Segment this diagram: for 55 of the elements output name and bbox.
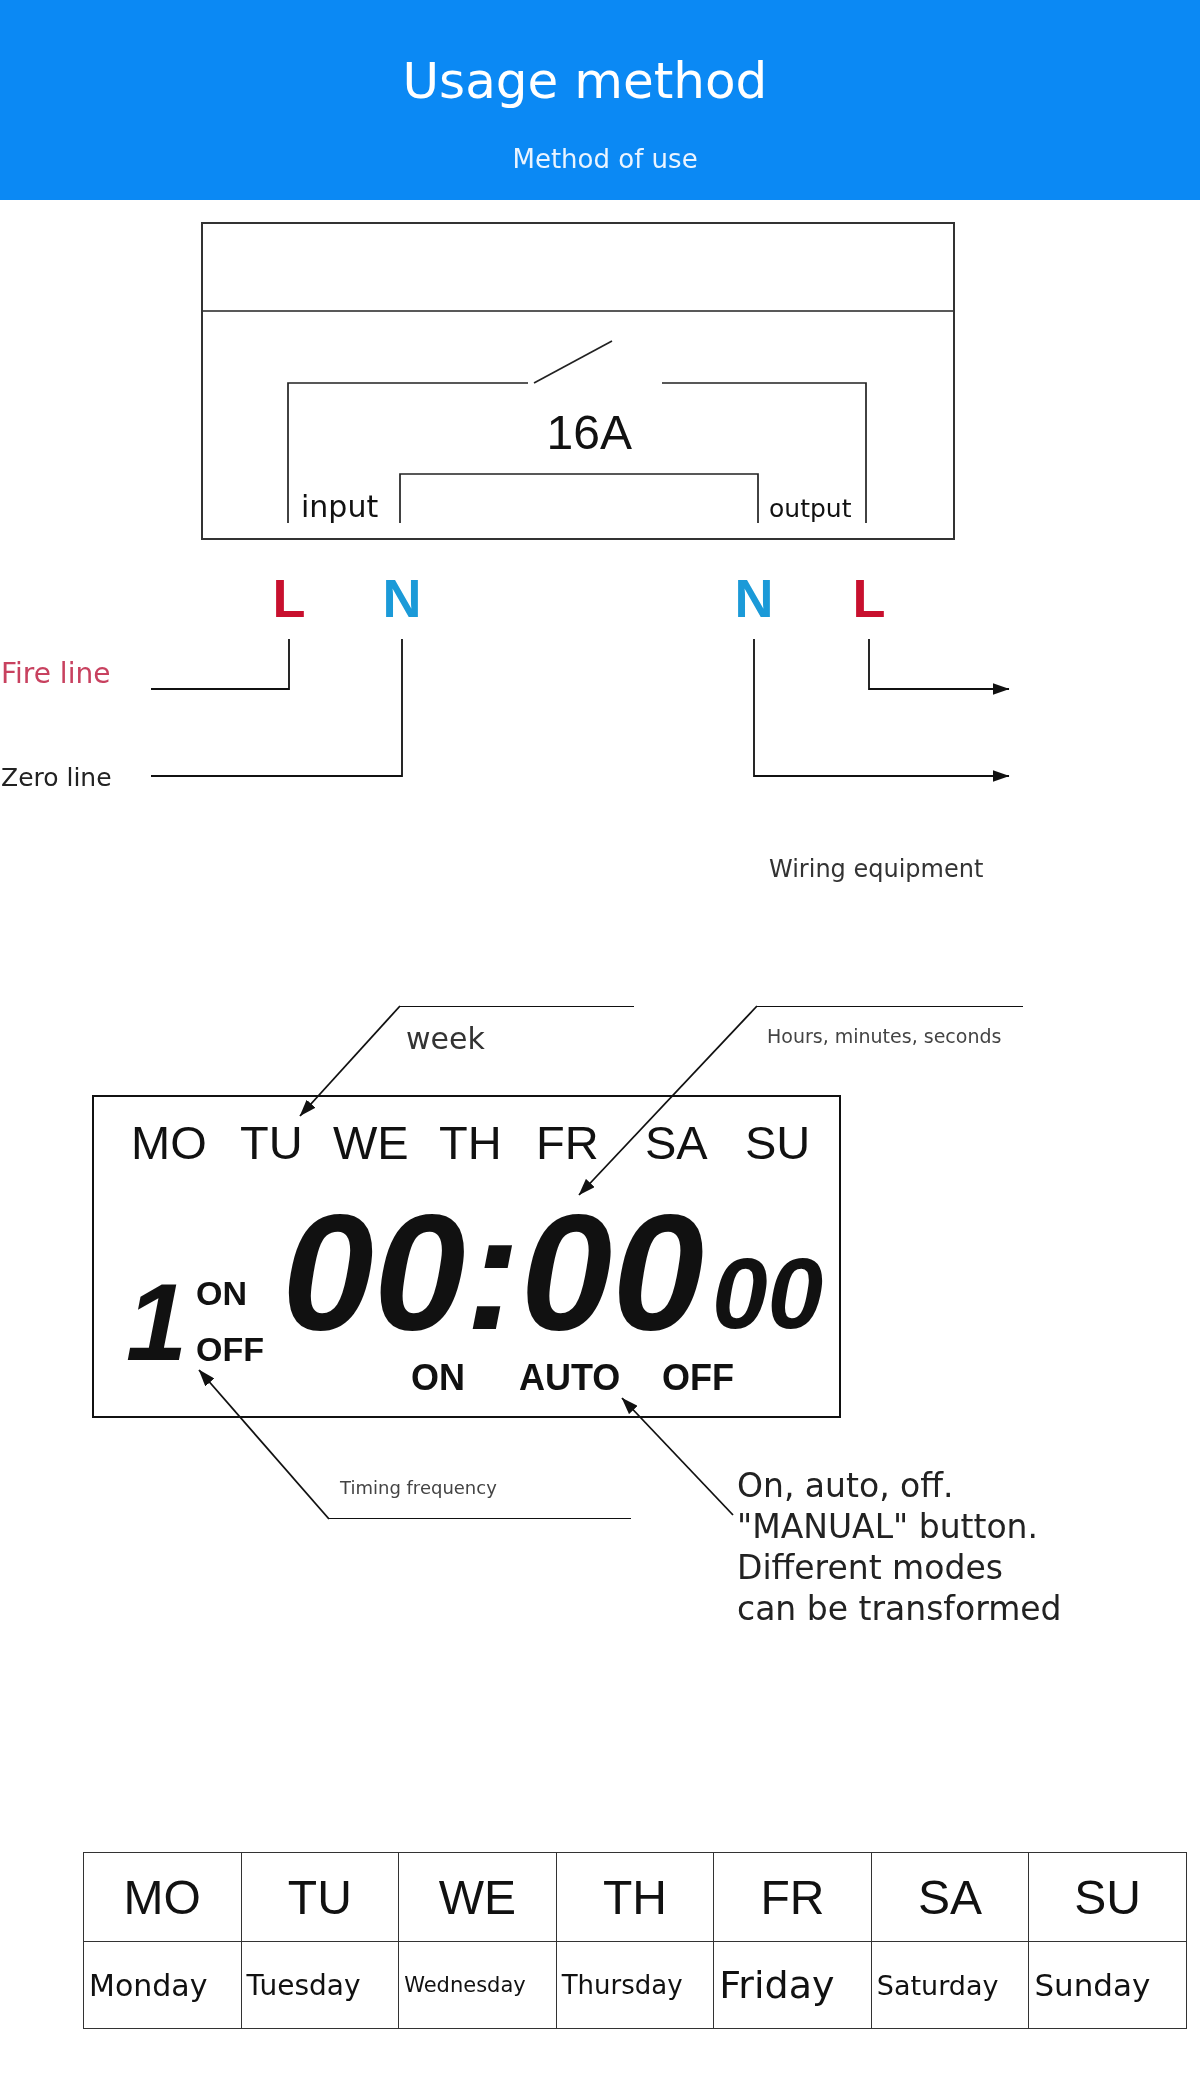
day-indicator: FR <box>536 1119 599 1167</box>
day-indicator: SA <box>645 1119 708 1167</box>
mode-indicator: AUTO <box>519 1359 621 1396</box>
day-indicator: MO <box>131 1119 207 1167</box>
callout-label: Hours, minutes, seconds <box>757 1006 1023 1052</box>
lcd-indicator: ON <box>196 1276 247 1311</box>
terminal-letter: L <box>272 571 306 626</box>
wire <box>150 638 290 690</box>
day-code-cell: TH <box>556 1852 714 1942</box>
callout-label: week <box>400 1006 634 1060</box>
day-name-cell: Friday <box>713 1941 872 2029</box>
wire <box>150 638 403 777</box>
wire-arrow <box>868 638 1010 695</box>
wiring-label: Wiring equipment <box>769 856 984 881</box>
subtitle: Method of use <box>512 146 698 172</box>
terminal-letter: N <box>734 571 774 626</box>
leader-arrow <box>621 1397 734 1516</box>
day-name-cell: Saturday <box>871 1941 1029 2029</box>
terminal-label: input <box>301 491 379 522</box>
wire-label: Fire line <box>1 660 111 689</box>
day-indicator: TH <box>439 1119 502 1167</box>
lcd-digits: 1 <box>126 1277 188 1366</box>
lcd-digits: 00:00 <box>282 1205 704 1338</box>
day-code-cell: SA <box>871 1852 1029 1942</box>
wire-arrow <box>753 638 1010 782</box>
leader-arrow <box>198 1369 330 1520</box>
leader-arrow <box>299 1005 401 1117</box>
timer-switch-box <box>201 222 955 540</box>
mode-indicator: ON <box>411 1359 465 1396</box>
day-indicator: SU <box>745 1119 811 1167</box>
callout-note: On, auto, off. "MANUAL" button. Different modes can be transformed <box>737 1465 1063 1630</box>
callout-label: Timing frequency <box>329 1470 631 1519</box>
day-name-cell: Wednesday <box>398 1941 557 2029</box>
day-name-cell: Tuesday <box>241 1941 399 2029</box>
leader-arrow <box>578 1005 758 1196</box>
day-name-cell: Monday <box>83 1941 242 2029</box>
day-indicator: TU <box>240 1119 303 1167</box>
day-code-cell: WE <box>398 1852 557 1942</box>
day-code-cell: TU <box>241 1852 399 1942</box>
day-code-cell: SU <box>1028 1852 1187 1942</box>
lcd-digits: 00 <box>712 1253 824 1334</box>
day-name-cell: Thursday <box>556 1941 714 2029</box>
day-name-cell: Sunday <box>1028 1941 1187 2029</box>
page-title: Usage method <box>402 55 768 106</box>
lcd-display-panel <box>92 1095 841 1418</box>
day-code-cell: MO <box>83 1852 242 1942</box>
day-code-cell: FR <box>713 1852 872 1942</box>
terminal-letter: L <box>852 571 886 626</box>
terminal-label: output <box>769 495 852 521</box>
lcd-indicator: OFF <box>196 1332 264 1367</box>
wire-label: Zero line <box>1 764 112 790</box>
rating-label: 16A <box>546 409 632 458</box>
mode-indicator: OFF <box>662 1359 734 1396</box>
day-indicator: WE <box>333 1119 409 1167</box>
terminal-letter: N <box>382 571 422 626</box>
